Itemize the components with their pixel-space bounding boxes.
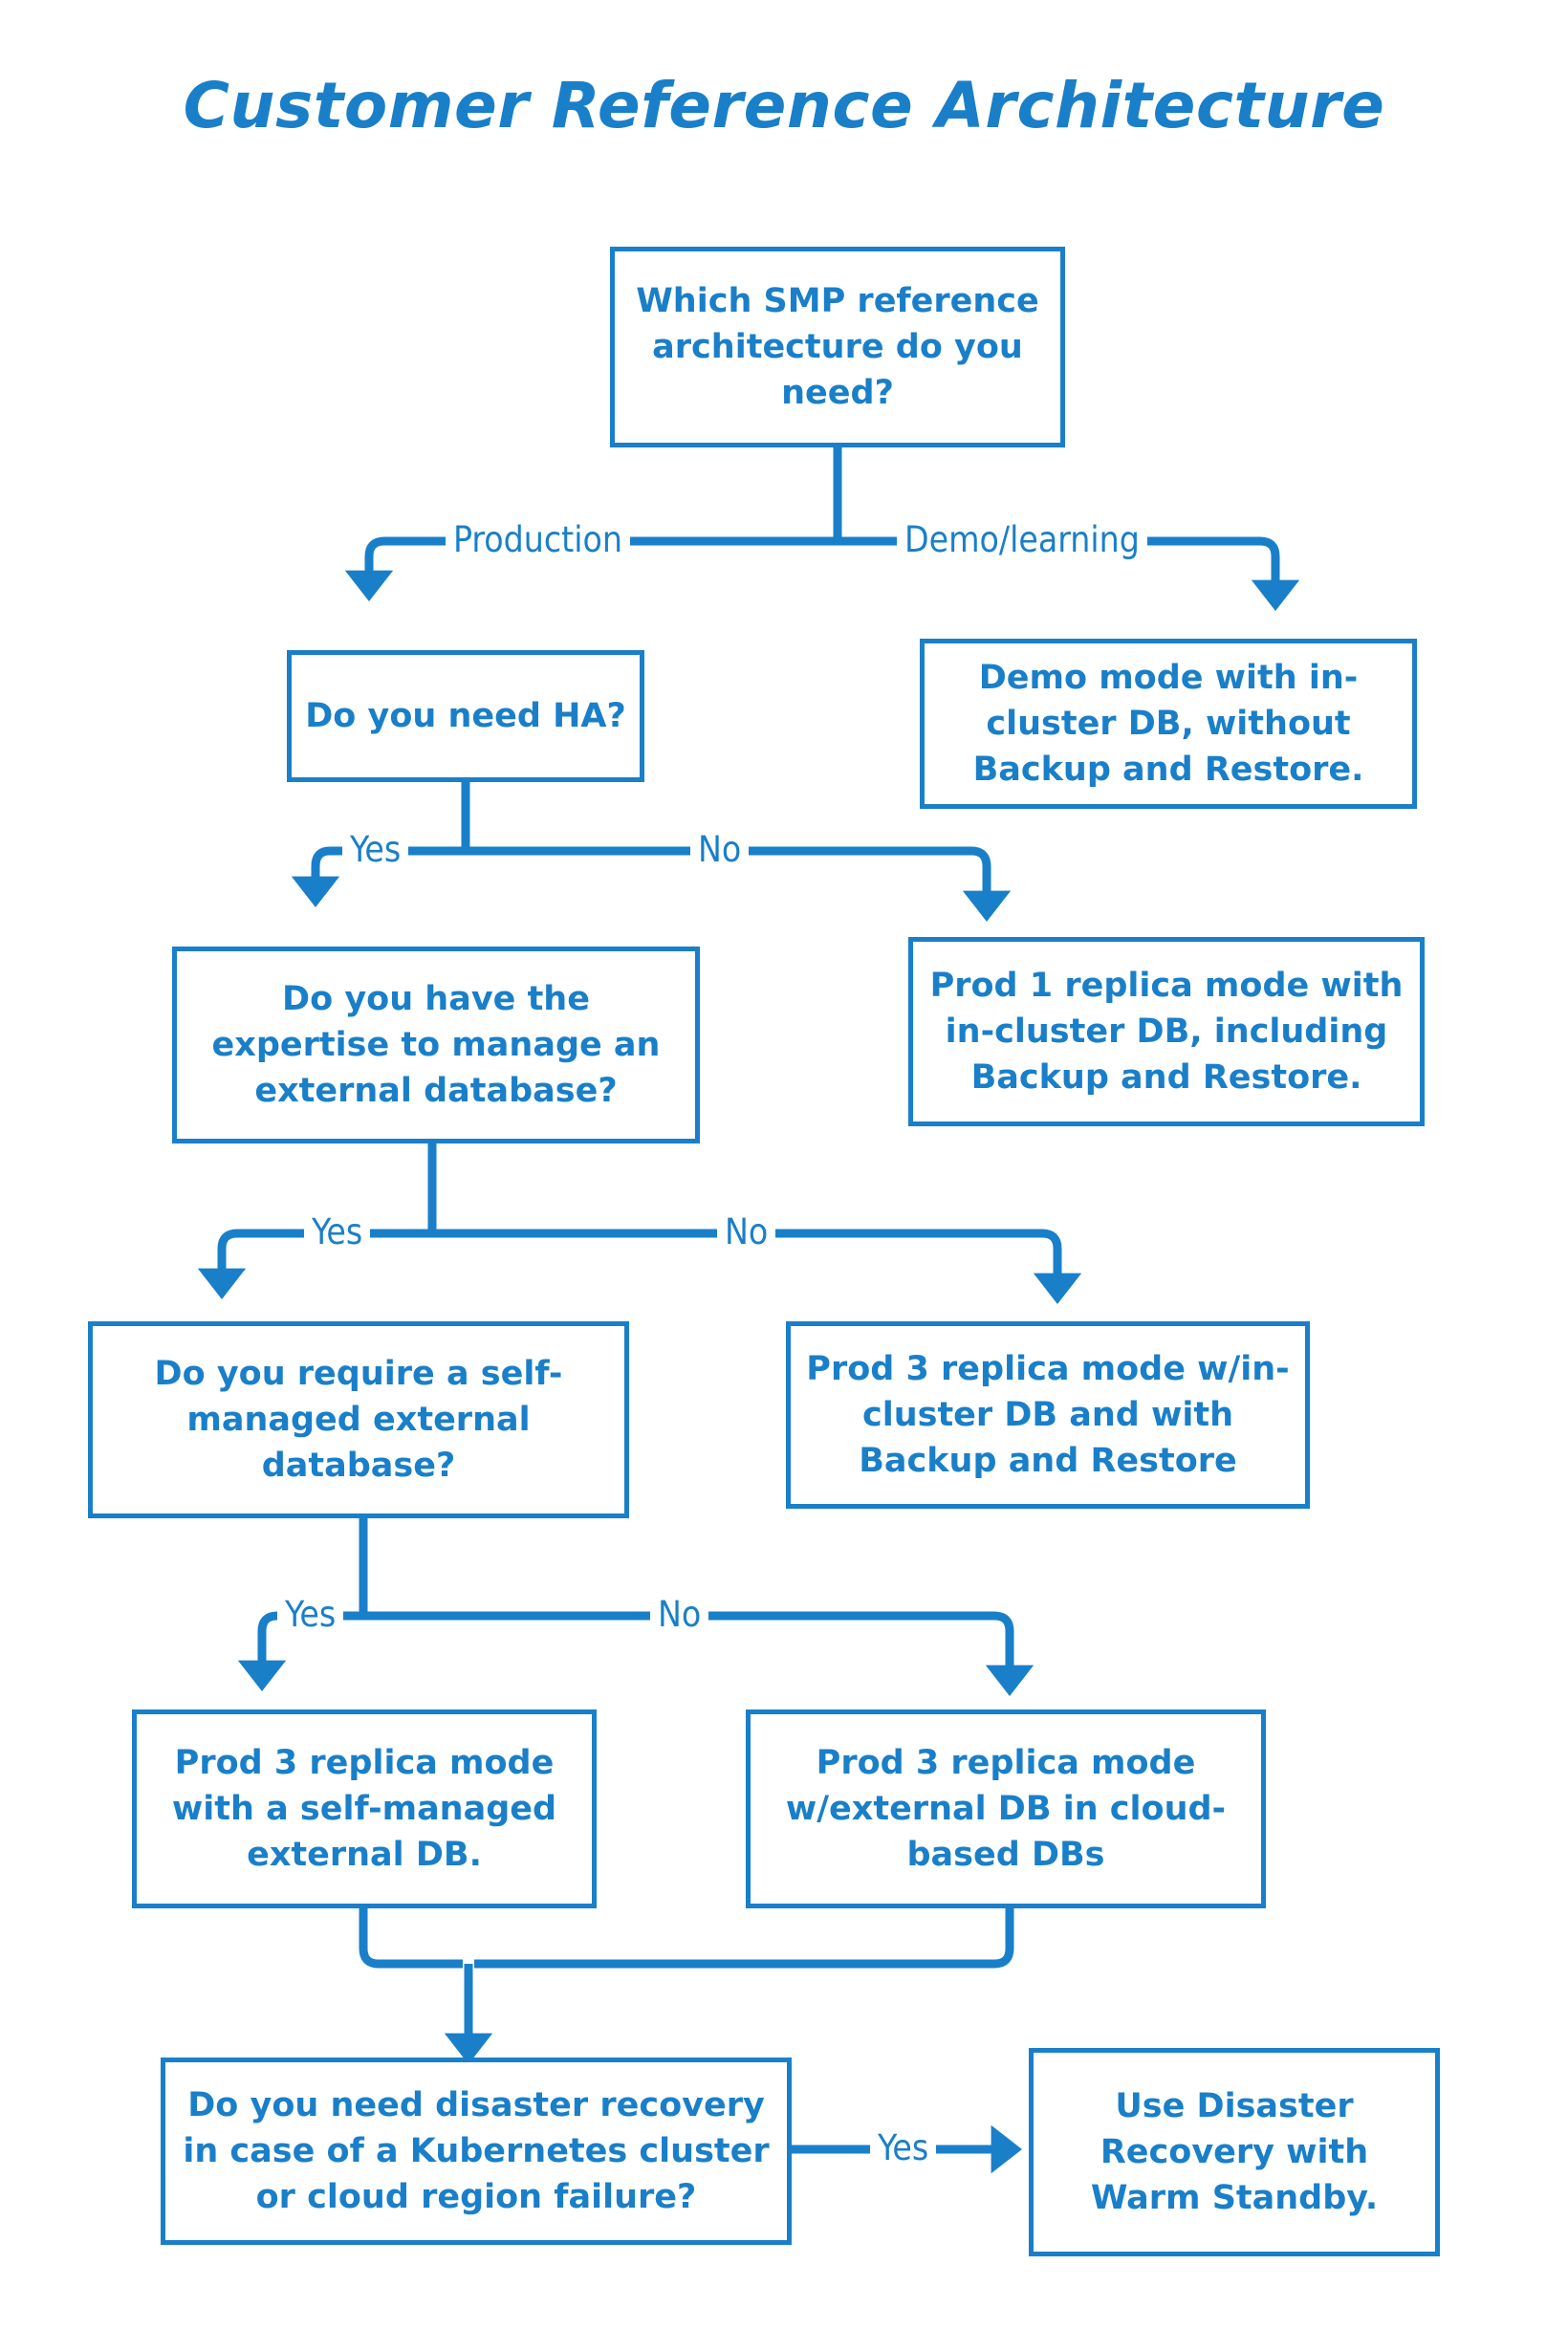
edge-selfmanaged-result-merge xyxy=(359,1907,463,1969)
node-ha-question-label: Do you need HA? xyxy=(305,696,626,735)
edge-cloud-result-merge xyxy=(474,1907,1014,1969)
node-prod3-cloud-result-label: Prod 3 replica mode w/external DB in clo… xyxy=(785,1743,1227,1875)
node-dr-result[interactable]: Use Disaster Recovery with Warm Standby. xyxy=(1029,2048,1440,2256)
edge-label-selfmanaged-no: No xyxy=(650,1597,709,1632)
node-demo-result[interactable]: Demo mode with in-cluster DB, without Ba… xyxy=(920,639,1417,809)
edge-root-to-ha xyxy=(344,536,838,602)
edge-label-dr-yes: Yes xyxy=(870,2130,937,2166)
node-root-question-label: Which SMP reference architecture do you … xyxy=(636,281,1039,413)
node-prod3-incluster-result[interactable]: Prod 3 replica mode w/in-cluster DB and … xyxy=(786,1321,1310,1509)
node-dr-question-label: Do you need disaster recovery in case of… xyxy=(183,2085,770,2217)
node-root-question[interactable]: Which SMP reference architecture do you … xyxy=(610,247,1065,447)
node-prod3-selfmanaged-result-label: Prod 3 replica mode with a self-managed … xyxy=(171,1743,557,1875)
edge-ha-no xyxy=(466,846,1012,923)
edge-label-ha-no: No xyxy=(690,832,750,867)
node-selfmanaged-question-label: Do you require a self-managed external d… xyxy=(154,1354,563,1486)
node-prod3-cloud-result[interactable]: Prod 3 replica mode w/external DB in clo… xyxy=(746,1709,1266,1908)
edge-selfmanaged-no xyxy=(363,1611,1034,1697)
node-prod3-incluster-result-label: Prod 3 replica mode w/in-cluster DB and … xyxy=(806,1349,1290,1481)
node-dr-result-label: Use Disaster Recovery with Warm Standby. xyxy=(1090,2086,1379,2218)
edge-expertise-yes xyxy=(197,1229,432,1300)
edge-label-demo-learning: Demo/learning xyxy=(897,522,1147,557)
edge-label-selfmanaged-yes: Yes xyxy=(277,1597,344,1632)
node-expertise-question-label: Do you have the expertise to manage an e… xyxy=(211,979,661,1111)
node-ha-question[interactable]: Do you need HA? xyxy=(287,650,644,782)
edge-label-expertise-no: No xyxy=(717,1214,776,1250)
edge-root-to-demo xyxy=(838,536,1300,612)
node-prod3-selfmanaged-result[interactable]: Prod 3 replica mode with a self-managed … xyxy=(132,1709,597,1908)
edge-ha-yes xyxy=(291,846,466,908)
node-prod1-result[interactable]: Prod 1 replica mode with in-cluster DB, … xyxy=(908,937,1425,1126)
node-prod1-result-label: Prod 1 replica mode with in-cluster DB, … xyxy=(929,966,1404,1098)
edge-expertise-no xyxy=(432,1229,1082,1305)
edge-selfmanaged-yes xyxy=(237,1611,363,1692)
page-title: Customer Reference Architecture xyxy=(183,69,1385,142)
edge-label-ha-yes: Yes xyxy=(342,832,409,867)
node-selfmanaged-question[interactable]: Do you require a self-managed external d… xyxy=(88,1321,629,1518)
node-demo-result-label: Demo mode with in-cluster DB, without Ba… xyxy=(972,658,1364,790)
edge-label-expertise-yes: Yes xyxy=(304,1214,371,1250)
node-dr-question[interactable]: Do you need disaster recovery in case of… xyxy=(161,2058,792,2245)
node-expertise-question[interactable]: Do you have the expertise to manage an e… xyxy=(172,947,700,1143)
edge-label-production: Production xyxy=(446,522,630,557)
